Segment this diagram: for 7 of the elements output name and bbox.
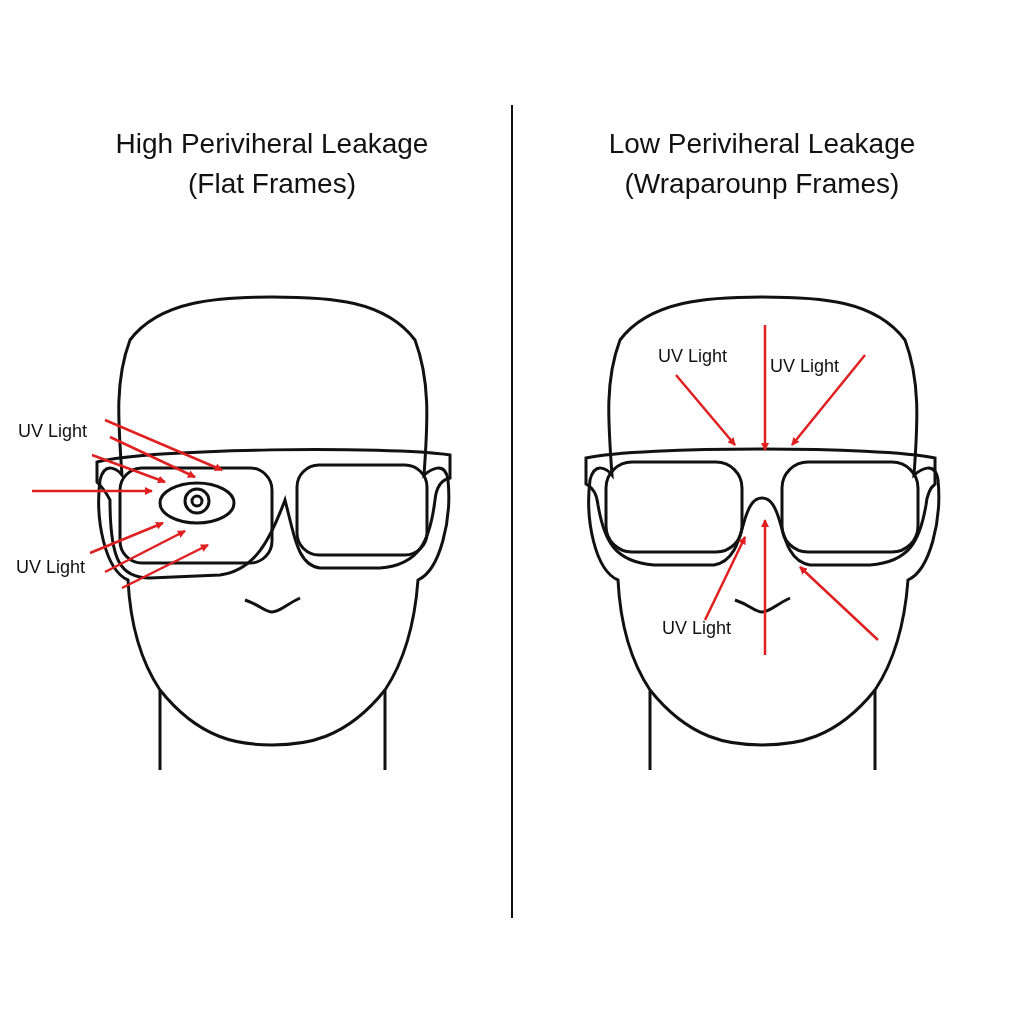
ray-label: UV Light [658, 346, 728, 367]
panel-heading: Low Periviheral Leakage (Wraparounp Frames) [607, 127, 917, 201]
ray-label: UV Light [18, 421, 88, 442]
ray-label: UV Light [662, 618, 732, 639]
panel-heading: High Periviheral Leakage (Flat Frames) [114, 127, 430, 201]
ray-label: UV Light [16, 557, 86, 578]
ray-label: UV Light [770, 356, 840, 377]
